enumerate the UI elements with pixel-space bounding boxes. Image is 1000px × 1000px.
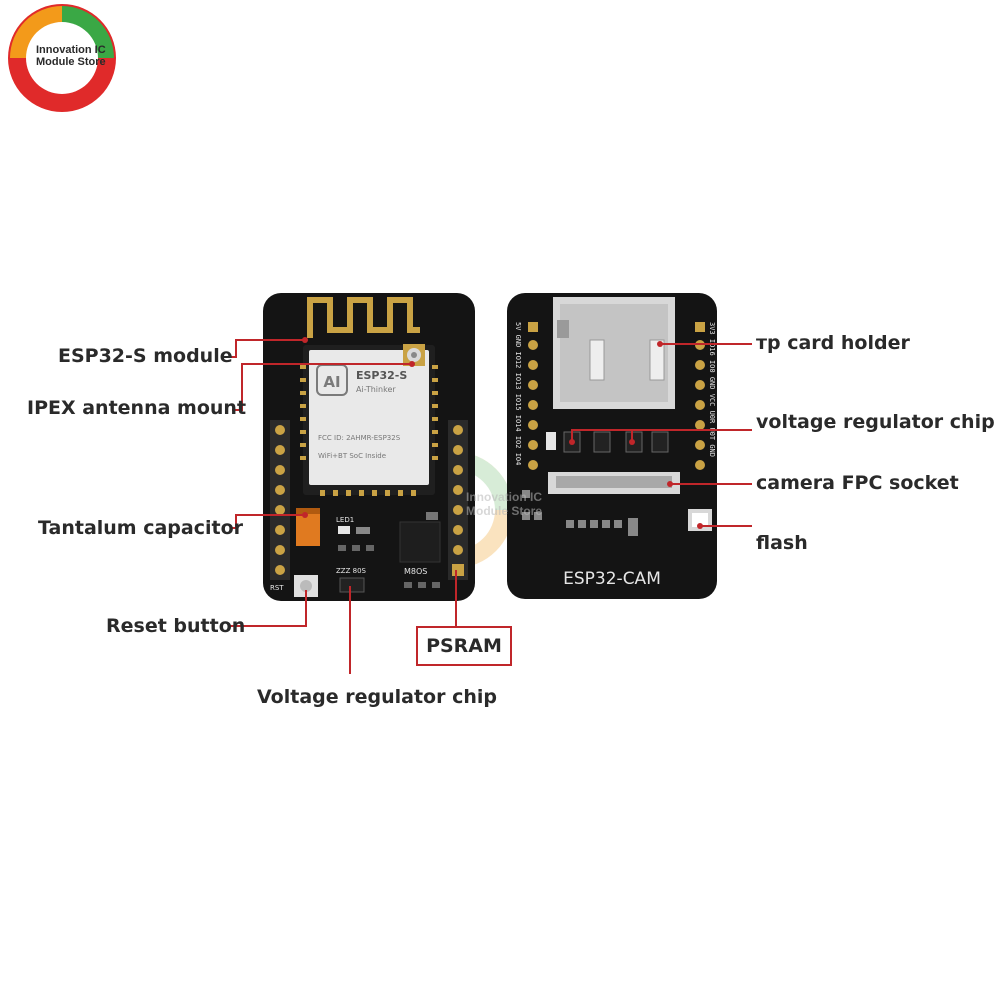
psram-box: PSRAM: [416, 626, 512, 666]
callout-dots: [302, 337, 703, 529]
label-reset-button: Reset button: [106, 615, 246, 637]
svg-text:AI: AI: [323, 373, 340, 391]
psram-chip: [399, 521, 441, 563]
callout-line-reset: [230, 590, 307, 627]
pin-label: IO0: [708, 360, 716, 373]
label-ipex-antenna: IPEX antenna mount: [27, 397, 247, 419]
pin-label: 3V3: [708, 322, 716, 335]
camera-fpc-socket: [548, 472, 680, 494]
label-psram: PSRAM: [426, 635, 502, 657]
back-board-name: ESP32-CAM: [563, 569, 661, 589]
soc-silk: WiFi+BT SoC Inside: [318, 452, 386, 460]
front-board: AI: [263, 293, 475, 601]
pin-label: IO4: [514, 453, 522, 466]
back-left-pin-labels: 5V GND IO12 IO13 IO15 IO14 IO2 IO4: [514, 322, 522, 465]
back-board: [507, 293, 717, 599]
back-right-pads: [695, 322, 705, 470]
led1: [338, 526, 350, 534]
label-flash: flash: [756, 532, 808, 554]
logo-line-2: Module Store: [36, 56, 106, 68]
callout-line-regulator-back: [571, 429, 752, 442]
label-camera-fpc-socket: camera FPC socket: [756, 472, 959, 494]
rst-silk: RST: [270, 584, 284, 592]
voltage-regulator-back: [546, 431, 669, 453]
psram-silk: M8OS: [404, 567, 427, 576]
ipex-connector: [403, 344, 425, 366]
callout-lines: [222, 339, 752, 674]
pin-label: 5V: [514, 322, 522, 331]
store-logo-text: Innovation IC Module Store: [36, 44, 146, 68]
pin-label: IO12: [514, 352, 522, 369]
front-right-header: [448, 420, 468, 580]
back-right-pin-labels: 3V3 IO16 IO0 GND VCC U0R U0T GND: [708, 322, 716, 457]
pin-label: IO16: [708, 339, 716, 356]
pin-label: IO2: [514, 436, 522, 449]
pin-label: U0T: [708, 427, 716, 440]
watermark-text: Innovation IC Module Store: [466, 490, 542, 518]
esp32s-module: AI: [300, 345, 438, 496]
label-tantalum-capacitor: Tantalum capacitor: [38, 517, 244, 539]
back-left-pads: [528, 322, 538, 470]
callout-line-ipex: [232, 363, 412, 411]
pin-label: IO15: [514, 394, 522, 411]
label-tf-card-holder: тp card holder: [756, 332, 910, 354]
label-voltage-regulator-back: voltage regulator chip: [756, 411, 995, 433]
logo-line-1: Innovation IC: [36, 44, 106, 56]
pin-label: IO14: [514, 415, 522, 432]
module-brand-silk: ESP32-S: [356, 369, 407, 382]
led-silk: LED1: [336, 516, 354, 524]
front-left-header: [270, 420, 290, 580]
pin-label: GND: [514, 335, 522, 348]
reset-button-part: [294, 575, 318, 597]
module-maker-silk: Ai-Thinker: [356, 385, 396, 394]
callout-line-tantalum: [232, 514, 305, 529]
watermark-line-2: Module Store: [466, 504, 543, 518]
pin-label: IO13: [514, 373, 522, 390]
regulator-silk: ZZZ 80S: [336, 567, 367, 575]
voltage-regulator-front: [339, 577, 365, 593]
tf-card-holder: [553, 297, 675, 409]
pin-label: GND: [708, 444, 716, 457]
tantalum-capacitor: [296, 508, 320, 546]
pin-label: VCC: [708, 394, 716, 407]
callout-line-esp32s: [222, 339, 305, 358]
watermark-line-1: Innovation IC: [466, 490, 542, 504]
fcc-silk: FCC ID: 2AHMR-ESP32S: [318, 434, 401, 442]
label-voltage-regulator-front: Voltage regulator chip: [257, 686, 497, 708]
pcb-antenna-trace: [307, 297, 420, 338]
label-esp32s-module: ESP32-S module: [58, 345, 233, 367]
store-logo: [8, 4, 116, 112]
pin-label: U0R: [708, 411, 716, 424]
pin-label: GND: [708, 377, 716, 390]
